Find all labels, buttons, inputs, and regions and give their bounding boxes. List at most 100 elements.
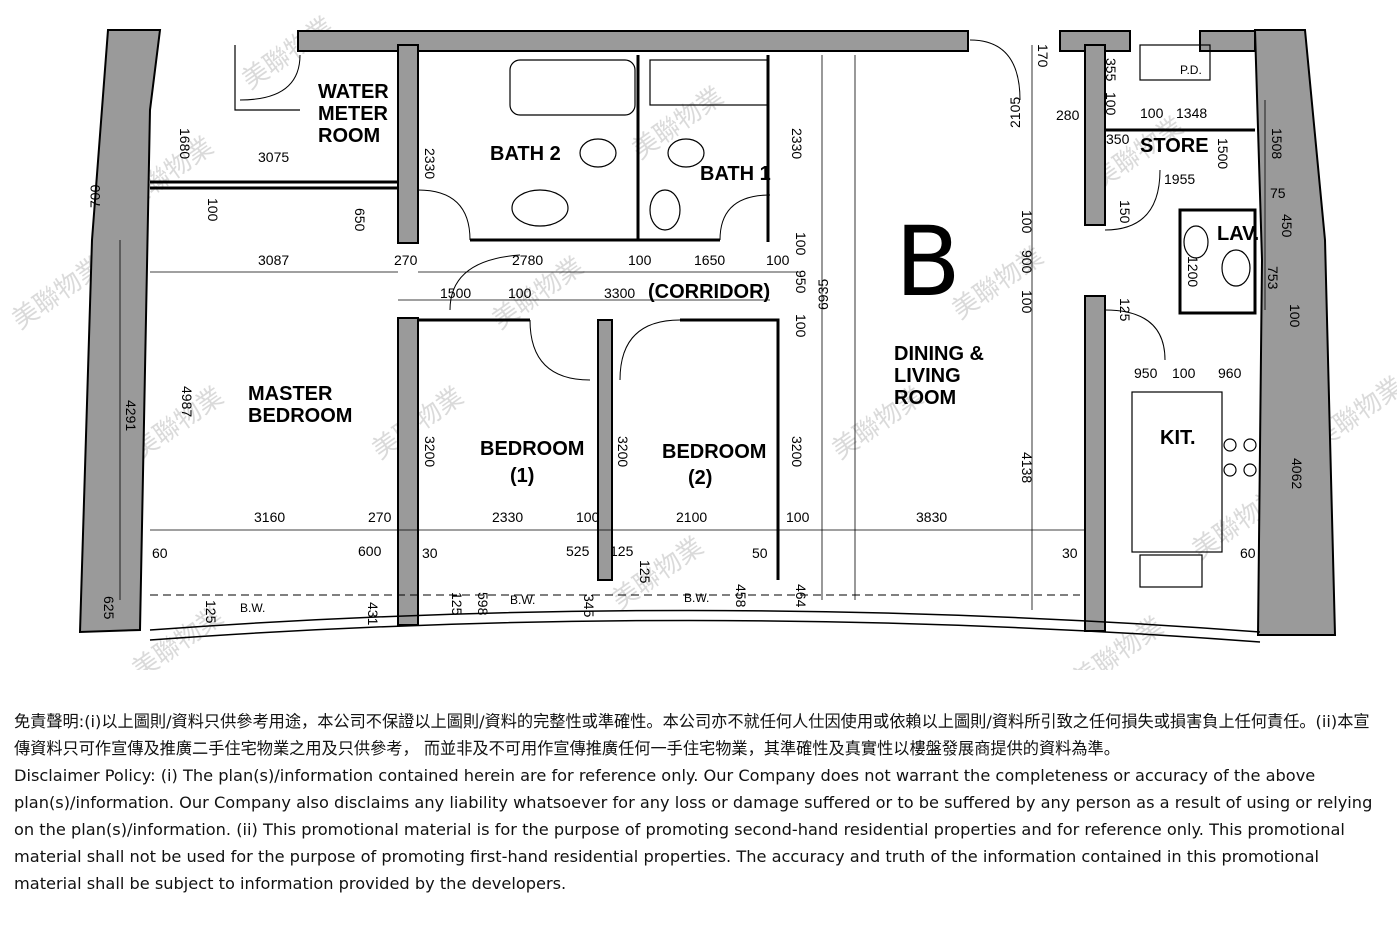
fixtures xyxy=(234,44,1257,588)
room-labels: WATER METER ROOM BATH 2 BATH 1 STORE P.D… xyxy=(240,63,1259,615)
toilet xyxy=(667,138,705,168)
dimension-label: 150 xyxy=(1117,200,1133,224)
dimension-label: 60 xyxy=(1240,545,1256,561)
kitchen-counter xyxy=(1131,391,1223,553)
dimension-label: 598 xyxy=(475,592,491,616)
dimension-label: 2330 xyxy=(789,128,805,159)
room-label-kitchen: KIT. xyxy=(1160,427,1196,449)
dimension-label: 1200 xyxy=(1185,256,1201,287)
dimension-label: 1650 xyxy=(694,252,725,268)
dimension-label: 100 xyxy=(576,509,600,525)
dimension-labels: 1680 3075 2330 2330 700 100 650 3087 270… xyxy=(87,44,1305,626)
dimension-label: 280 xyxy=(1056,107,1080,123)
dimension-label: 100 xyxy=(793,232,809,256)
dimension-label: 100 xyxy=(786,509,810,525)
dimension-label: 3830 xyxy=(916,509,947,525)
room-label-bedroom1: BEDROOM xyxy=(480,438,584,460)
dimension-label: 350 xyxy=(1106,131,1130,147)
room-label-water-meter: ROOM xyxy=(318,125,380,147)
dimension-label: 125 xyxy=(610,543,634,559)
dimension-label: 4987 xyxy=(179,386,195,417)
dimension-label: 600 xyxy=(358,543,382,559)
room-label-bath2: BATH 2 xyxy=(490,143,561,165)
bay-window-label: B.W. xyxy=(684,591,709,605)
dimension-label: 100 xyxy=(1019,210,1035,234)
disclaimer: 免責聲明:(i)以上圖則/資料只供參考用途，本公司不保證以上圖則/資料的完整性或… xyxy=(14,708,1384,897)
room-label-bedroom1: (1) xyxy=(510,465,534,487)
watermark: 美聯物業 xyxy=(627,81,729,165)
dimension-label: 650 xyxy=(352,208,368,232)
dimension-label: 1680 xyxy=(177,128,193,159)
dimension-label: 100 xyxy=(205,198,221,222)
dimension-label: 950 xyxy=(793,270,809,294)
dimension-label: 1348 xyxy=(1176,105,1207,121)
dimension-label: 625 xyxy=(101,596,117,620)
dimension-label: 100 xyxy=(508,285,532,301)
bay-window-label: B.W. xyxy=(240,601,265,615)
dimension-label: 1500 xyxy=(440,285,471,301)
dimension-label: 50 xyxy=(752,545,768,561)
dimension-label: 450 xyxy=(1279,214,1295,238)
dimension-label: 3200 xyxy=(789,436,805,467)
room-label-store: STORE xyxy=(1140,135,1209,157)
dimension-label: 100 xyxy=(1172,365,1196,381)
doors xyxy=(239,39,1166,381)
room-label-bedroom2: (2) xyxy=(688,467,712,489)
dimension-label: 125 xyxy=(637,560,653,584)
dimension-label: 2780 xyxy=(512,252,543,268)
room-label-master: BEDROOM xyxy=(248,405,352,427)
room-label-dining: ROOM xyxy=(894,387,956,409)
dimension-label: 100 xyxy=(766,252,790,268)
dimension-label: 125 xyxy=(1117,298,1133,322)
dimension-label: 960 xyxy=(1218,365,1242,381)
dimension-label: 900 xyxy=(1019,250,1035,274)
dimension-label: 4062 xyxy=(1289,458,1305,489)
dimension-label: 3160 xyxy=(254,509,285,525)
inner-walls xyxy=(150,55,1257,580)
dimension-label: 345 xyxy=(581,594,597,618)
dimension-label: 100 xyxy=(1019,290,1035,314)
dimension-label: 3300 xyxy=(604,285,635,301)
dimension-label: 2100 xyxy=(676,509,707,525)
disclaimer-en: Disclaimer Policy: (i) The plan(s)/infor… xyxy=(14,766,1373,893)
toilet xyxy=(579,138,617,168)
dimension-label: 125 xyxy=(203,600,219,624)
dimension-label: 75 xyxy=(1270,185,1286,201)
dimension-label: 60 xyxy=(152,545,168,561)
disclaimer-zh: 免責聲明:(i)以上圖則/資料只供參考用途，本公司不保證以上圖則/資料的完整性或… xyxy=(14,712,1370,758)
basin xyxy=(1183,225,1209,259)
toilet xyxy=(1221,249,1251,287)
dimension-label: 1508 xyxy=(1269,128,1285,159)
facade xyxy=(149,594,1261,643)
room-label-bath1: BATH 1 xyxy=(700,163,771,185)
unit-label: B xyxy=(895,206,961,318)
dimension-label: 2105 xyxy=(1007,97,1023,128)
dimension-label: 2330 xyxy=(422,148,438,179)
room-label-lav: LAV. xyxy=(1217,223,1259,245)
dimension-label: 100 xyxy=(1287,304,1303,328)
dimension-lines xyxy=(119,45,1266,610)
dimension-label: 700 xyxy=(87,184,103,208)
dimension-label: 170 xyxy=(1035,44,1051,68)
room-label-dining: DINING & xyxy=(894,343,984,365)
room-label-pd: P.D. xyxy=(1180,63,1202,77)
dimension-label: 950 xyxy=(1134,365,1158,381)
dimension-label: 100 xyxy=(1103,92,1119,116)
room-label-water-meter: METER xyxy=(318,103,389,125)
room-label-dining: LIVING xyxy=(894,365,961,387)
room-label-corridor: (CORRIDOR) xyxy=(648,281,770,303)
dimension-label: 464 xyxy=(793,584,809,608)
dimension-label: 525 xyxy=(566,543,590,559)
dimension-label: 125 xyxy=(449,592,465,616)
dimension-label: 355 xyxy=(1103,58,1119,82)
bay-window-label: B.W. xyxy=(510,593,535,607)
dimension-label: 431 xyxy=(365,602,381,626)
dimension-label: 6935 xyxy=(815,279,831,310)
room-label-master: MASTER xyxy=(248,383,333,405)
dimension-label: 4138 xyxy=(1019,452,1035,483)
basin xyxy=(649,189,681,231)
dimension-label: 100 xyxy=(628,252,652,268)
floor-plan: 美聯物業 美聯物業 美聯物業 美聯物業 美聯物業 美聯物業 美聯物業 美聯物業 … xyxy=(7,11,1397,670)
dimension-label: 100 xyxy=(793,314,809,338)
dimension-label: 4291 xyxy=(123,400,139,431)
